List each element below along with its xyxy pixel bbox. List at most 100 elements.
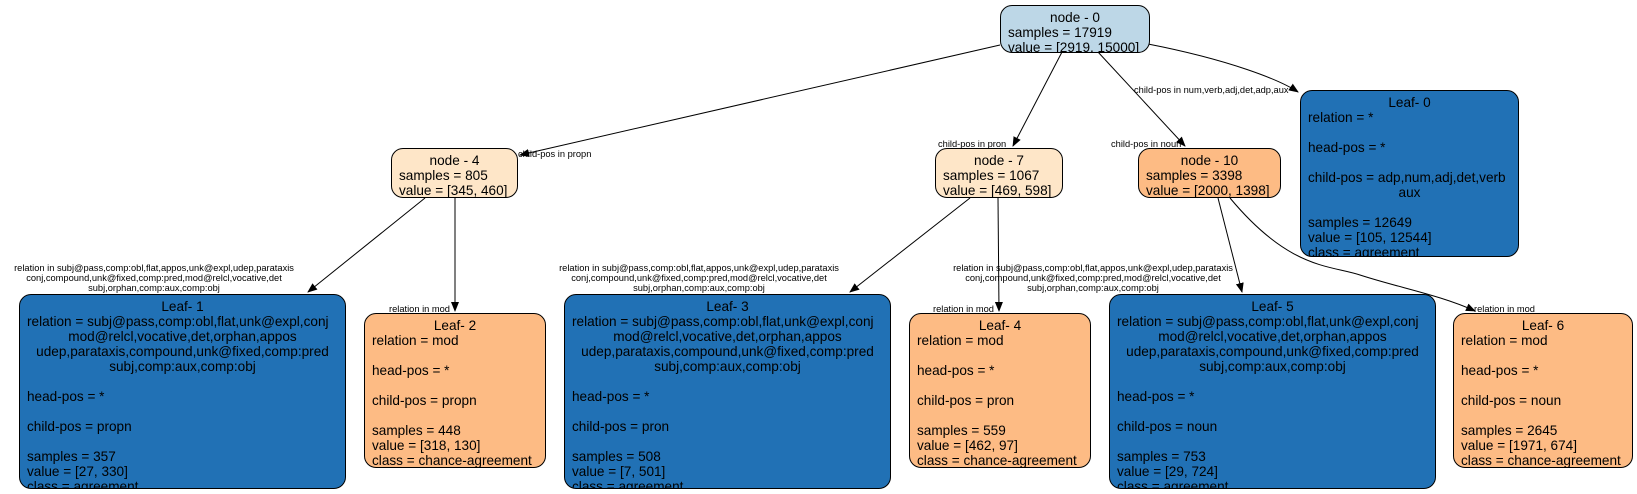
edge-label-node10-leaf6: relation in mod bbox=[1474, 304, 1535, 314]
leaf-samples: samples = 508 bbox=[572, 449, 661, 464]
edge-label-line: conj,compound,unk@fixed,comp:pred,mod@re… bbox=[965, 273, 1221, 283]
leaf-value: value = [29, 724] bbox=[1117, 464, 1218, 479]
leaf-title: Leaf- 5 bbox=[1251, 299, 1294, 314]
leaf-relation-cont: subj,comp:aux,comp:obj bbox=[1199, 359, 1346, 374]
node-value: value = [469, 598] bbox=[943, 183, 1052, 198]
leaf-relation-cont: udep,parataxis,compound,unk@fixed,comp:p… bbox=[581, 344, 874, 359]
edge-node0-leaf0 bbox=[1147, 43, 1299, 93]
leaf-value: value = [105, 12544] bbox=[1308, 230, 1432, 245]
edge-node10-leaf5 bbox=[1217, 197, 1244, 293]
leaf-child-pos: child-pos = propn bbox=[372, 393, 477, 408]
edge-label-line: relation in subj@pass,comp:obl,flat,appo… bbox=[14, 263, 294, 273]
leaf-samples: samples = 2645 bbox=[1461, 423, 1558, 438]
leaf-class: class = chance-agreement bbox=[1461, 453, 1621, 468]
leaf-head-pos: head-pos = * bbox=[372, 363, 450, 378]
leaf-relation: relation = mod bbox=[372, 333, 459, 348]
node-value: value = [2000, 1398] bbox=[1146, 183, 1270, 198]
leaf-title: Leaf- 1 bbox=[161, 299, 204, 314]
leaf-head-pos: head-pos = * bbox=[27, 389, 105, 404]
leaf-relation-cont: udep,parataxis,compound,unk@fixed,comp:p… bbox=[1126, 344, 1419, 359]
tree-leaf-4: Leaf- 4 relation = mod head-pos = * chil… bbox=[909, 313, 1091, 468]
node-samples: samples = 1067 bbox=[943, 168, 1040, 183]
leaf-head-pos: head-pos = * bbox=[1308, 140, 1386, 155]
leaf-child-pos: child-pos = propn bbox=[27, 419, 132, 434]
leaf-title: Leaf- 6 bbox=[1521, 318, 1565, 333]
leaf-relation: relation = subj@pass,comp:obl,flat,unk@e… bbox=[27, 314, 329, 329]
edge-label-line: relation in subj@pass,comp:obl,flat,appo… bbox=[953, 263, 1233, 273]
leaf-child-pos: child-pos = adp,num,adj,det,verb bbox=[1308, 170, 1506, 185]
edge-node0-node4 bbox=[519, 44, 1001, 157]
leaf-relation-cont: mod@relcl,vocative,det,orphan,appos bbox=[68, 329, 297, 344]
edge-label-line: conj,compound,unk@fixed,comp:pred,mod@re… bbox=[571, 273, 827, 283]
edge-label-line: relation in subj@pass,comp:obl,flat,appo… bbox=[559, 263, 839, 273]
edge-node4-leaf1 bbox=[307, 197, 426, 293]
tree-node-4: node - 4 samples = 805 value = [345, 460… bbox=[391, 148, 518, 198]
leaf-child-pos: child-pos = noun bbox=[1117, 419, 1218, 434]
tree-node-0: node - 0 samples = 17919 value = [2919, … bbox=[1000, 5, 1150, 53]
leaf-relation-cont: mod@relcl,vocative,det,orphan,appos bbox=[613, 329, 842, 344]
leaf-relation-cont: subj,comp:aux,comp:obj bbox=[654, 359, 801, 374]
leaf-samples: samples = 753 bbox=[1117, 449, 1206, 464]
edge-label-node4-leaf2: relation in mod bbox=[389, 304, 450, 314]
leaf-class: class = agreement bbox=[572, 479, 684, 489]
leaf-value: value = [318, 130] bbox=[372, 438, 481, 453]
leaf-class: class = agreement bbox=[1117, 479, 1229, 489]
tree-leaf-2: Leaf- 2 relation = mod head-pos = * chil… bbox=[364, 313, 546, 468]
edge-node0-node10 bbox=[1097, 51, 1186, 147]
edge-label-line: subj,orphan,comp:aux,comp:obj bbox=[88, 283, 220, 293]
leaf-relation: relation = mod bbox=[917, 333, 1004, 348]
node-samples: samples = 17919 bbox=[1008, 25, 1112, 40]
leaf-class: class = agreement bbox=[1308, 245, 1420, 257]
leaf-head-pos: head-pos = * bbox=[1117, 389, 1195, 404]
node-value: value = [345, 460] bbox=[399, 183, 508, 198]
leaf-title: Leaf- 2 bbox=[433, 318, 477, 333]
node-title: node - 10 bbox=[1180, 153, 1239, 168]
leaf-child-pos-cont: aux bbox=[1398, 185, 1421, 200]
edge-label-node4-leaf1: relation in subj@pass,comp:obl,flat,appo… bbox=[4, 263, 304, 293]
leaf-samples: samples = 448 bbox=[372, 423, 461, 438]
leaf-value: value = [7, 501] bbox=[572, 464, 666, 479]
tree-leaf-0: Leaf- 0 relation = * head-pos = * child-… bbox=[1300, 90, 1519, 257]
leaf-head-pos: head-pos = * bbox=[572, 389, 650, 404]
leaf-relation: relation = mod bbox=[1461, 333, 1548, 348]
leaf-class: class = chance-agreement bbox=[917, 453, 1077, 468]
leaf-title: Leaf- 0 bbox=[1388, 95, 1431, 110]
tree-node-10: node - 10 samples = 3398 value = [2000, … bbox=[1138, 148, 1281, 198]
leaf-samples: samples = 559 bbox=[917, 423, 1006, 438]
edge-label-node0-leaf0: child-pos in num,verb,adj,det,adp,aux bbox=[1134, 85, 1289, 95]
tree-leaf-3: Leaf- 3 relation = subj@pass,comp:obl,fl… bbox=[564, 294, 891, 489]
edge-label-line: conj,compound,unk@fixed,comp:pred,mod@re… bbox=[26, 273, 282, 283]
edge-node0-node7 bbox=[1012, 51, 1063, 147]
leaf-relation: relation = * bbox=[1308, 110, 1374, 125]
leaf-relation: relation = subj@pass,comp:obl,flat,unk@e… bbox=[1117, 314, 1419, 329]
leaf-samples: samples = 12649 bbox=[1308, 215, 1412, 230]
leaf-title: Leaf- 3 bbox=[706, 299, 749, 314]
leaf-relation-cont: udep,parataxis,compound,unk@fixed,comp:p… bbox=[36, 344, 329, 359]
edge-label-node0-node7: child-pos in pron bbox=[938, 139, 1007, 149]
leaf-samples: samples = 357 bbox=[27, 449, 116, 464]
leaf-head-pos: head-pos = * bbox=[917, 363, 995, 378]
leaf-child-pos: child-pos = noun bbox=[1461, 393, 1562, 408]
tree-leaf-6: Leaf- 6 relation = mod head-pos = * chil… bbox=[1453, 313, 1633, 468]
edge-label-line: subj,orphan,comp:aux,comp:obj bbox=[1027, 283, 1159, 293]
edge-node7-leaf4 bbox=[994, 197, 1003, 312]
edge-label-node0-node10: child-pos in noun bbox=[1111, 139, 1182, 149]
node-title: node - 4 bbox=[429, 153, 480, 168]
edge-label-node10-leaf5: relation in subj@pass,comp:obl,flat,appo… bbox=[943, 263, 1243, 293]
edge-node10-leaf6 bbox=[1229, 197, 1476, 312]
leaf-head-pos: head-pos = * bbox=[1461, 363, 1539, 378]
leaf-value: value = [1971, 674] bbox=[1461, 438, 1578, 453]
tree-leaf-1: Leaf- 1 relation = subj@pass,comp:obl,fl… bbox=[19, 294, 346, 489]
leaf-relation: relation = subj@pass,comp:obl,flat,unk@e… bbox=[572, 314, 874, 329]
leaf-child-pos: child-pos = pron bbox=[572, 419, 670, 434]
node-value: value = [2919, 15000] bbox=[1008, 40, 1140, 53]
tree-node-7: node - 7 samples = 1067 value = [469, 59… bbox=[935, 148, 1063, 198]
leaf-relation-cont: mod@relcl,vocative,det,orphan,appos bbox=[1158, 329, 1387, 344]
node-samples: samples = 3398 bbox=[1146, 168, 1243, 183]
node-title: node - 7 bbox=[974, 153, 1024, 168]
leaf-child-pos: child-pos = pron bbox=[917, 393, 1015, 408]
node-title: node - 0 bbox=[1050, 10, 1100, 25]
leaf-title: Leaf- 4 bbox=[978, 318, 1022, 333]
edge-label-line: subj,orphan,comp:aux,comp:obj bbox=[633, 283, 765, 293]
